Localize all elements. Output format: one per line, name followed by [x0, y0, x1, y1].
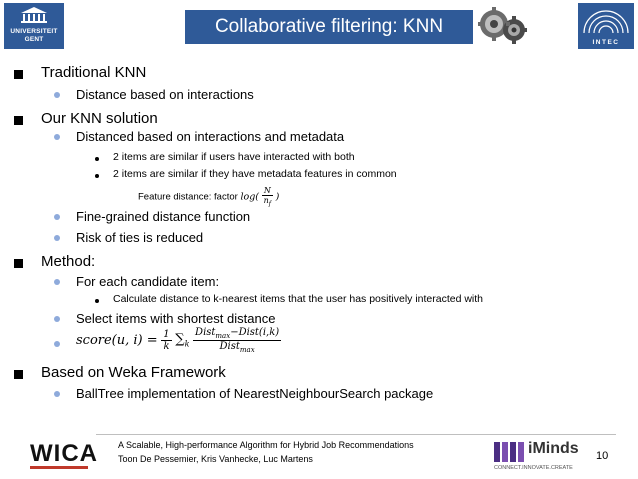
- formula-sum: ∑k: [175, 332, 190, 349]
- score-formula: score(u, i) = 1 k ∑k Distmax−Dist(i,k) D…: [76, 327, 282, 354]
- logo-line-2: GENT: [24, 36, 44, 43]
- feature-den-sub: f: [268, 200, 272, 208]
- bullet-distance-interactions: Distance based on interactions: [76, 87, 254, 102]
- bullet-square-icon: [14, 70, 23, 79]
- bullet-small-dot-icon: [95, 299, 99, 303]
- formula-distance-fraction: Distmax−Dist(i,k) Distmax: [193, 327, 282, 354]
- footer-divider: [96, 434, 616, 435]
- intec-logo-text: INTEC: [592, 39, 620, 46]
- bullet-dot-icon: [54, 341, 60, 347]
- formula-sum-sub: k: [184, 339, 190, 349]
- university-building-icon: [21, 7, 47, 23]
- wica-logo: WICA: [30, 440, 98, 467]
- logo-line-1: UNIVERSITEIT: [10, 28, 58, 35]
- iminds-text: iMinds: [528, 440, 579, 457]
- title-bar: Collaborative filtering: KNN: [185, 10, 473, 44]
- feature-log: log(: [240, 191, 259, 203]
- feature-numerator: N: [261, 186, 274, 196]
- feature-den-base: n: [263, 196, 269, 205]
- formula-lhs: score(u, i) =: [76, 333, 158, 348]
- bullet-square-icon: [14, 370, 23, 379]
- gear-icon: [478, 7, 527, 44]
- bullet-similar-metadata: 2 items are similar if they have metadat…: [113, 168, 397, 180]
- formula-num-dist: Dist: [195, 327, 216, 338]
- bullet-dot-icon: [54, 279, 60, 285]
- bullet-small-dot-icon: [95, 174, 99, 178]
- iminds-logo: iMinds CONNECT.INNOVATE.CREATE: [494, 438, 584, 474]
- bullet-similar-interacted: 2 items are similar if users have intera…: [113, 151, 355, 163]
- bullet-select-shortest: Select items with shortest distance: [76, 311, 276, 326]
- page-number: 10: [596, 450, 609, 462]
- formula-denominator: Distmax: [193, 341, 281, 354]
- bullet-dot-icon: [54, 316, 60, 322]
- feature-distance-label: Feature distance: factor: [138, 191, 238, 203]
- slide-header: UNIVERSITEIT GENT Collaborative filterin…: [0, 0, 638, 52]
- bullet-dot-icon: [54, 391, 60, 397]
- bullet-risk-ties: Risk of ties is reduced: [76, 230, 204, 245]
- ghent-university-logo: UNIVERSITEIT GENT: [4, 3, 64, 49]
- iminds-tagline: CONNECT.INNOVATE.CREATE: [494, 465, 573, 471]
- bullet-dot-icon: [54, 134, 60, 140]
- formula-num-max: max: [215, 332, 231, 340]
- bullet-traditional-knn: Traditional KNN: [41, 64, 147, 81]
- feature-denominator: nf: [262, 196, 273, 208]
- footer-authors: Toon De Pessemier, Kris Vanhecke, Luc Ma…: [118, 454, 313, 464]
- bullet-dot-icon: [54, 235, 60, 241]
- formula-numerator: Distmax−Dist(i,k): [193, 327, 282, 341]
- bullet-calculate-distance: Calculate distance to k-nearest items th…: [113, 293, 484, 305]
- bullet-distance-interactions-metadata: Distanced based on interactions and meta…: [76, 129, 345, 144]
- bullet-dot-icon: [54, 92, 60, 98]
- bullet-small-dot-icon: [95, 157, 99, 161]
- bullet-fine-grained: Fine-grained distance function: [76, 209, 251, 224]
- formula-sum-symbol: ∑: [175, 332, 185, 348]
- bullet-each-candidate: For each candidate item:: [76, 274, 220, 289]
- bullet-square-icon: [14, 116, 23, 125]
- bullet-weka-framework: Based on Weka Framework: [41, 364, 226, 381]
- bullet-balltree: BallTree implementation of NearestNeighb…: [76, 386, 434, 401]
- wica-logo-underline: [30, 466, 88, 469]
- intec-logo: INTEC: [578, 3, 634, 49]
- intec-arc-icon: [583, 10, 629, 34]
- formula-den-dist: Dist: [219, 341, 240, 352]
- feature-close-paren: ): [275, 191, 280, 203]
- formula-den-max: max: [239, 346, 255, 354]
- formula-num-minus: −Dist(i,k): [230, 327, 280, 338]
- bullet-method: Method:: [41, 253, 96, 270]
- bullet-dot-icon: [54, 214, 60, 220]
- formula-k: k: [163, 341, 170, 352]
- feature-fraction: N nf: [261, 186, 274, 208]
- formula-one: 1: [161, 329, 172, 341]
- iminds-mark-icon: [494, 442, 524, 462]
- formula-one-over-k: 1 k: [161, 329, 172, 352]
- footer-paper-title: A Scalable, High-performance Algorithm f…: [118, 440, 414, 450]
- slide-title: Collaborative filtering: KNN: [214, 16, 444, 37]
- feature-distance-line: Feature distance: factor log( N nf ): [138, 186, 279, 208]
- bullet-square-icon: [14, 259, 23, 268]
- bullet-our-knn-solution: Our KNN solution: [41, 110, 158, 127]
